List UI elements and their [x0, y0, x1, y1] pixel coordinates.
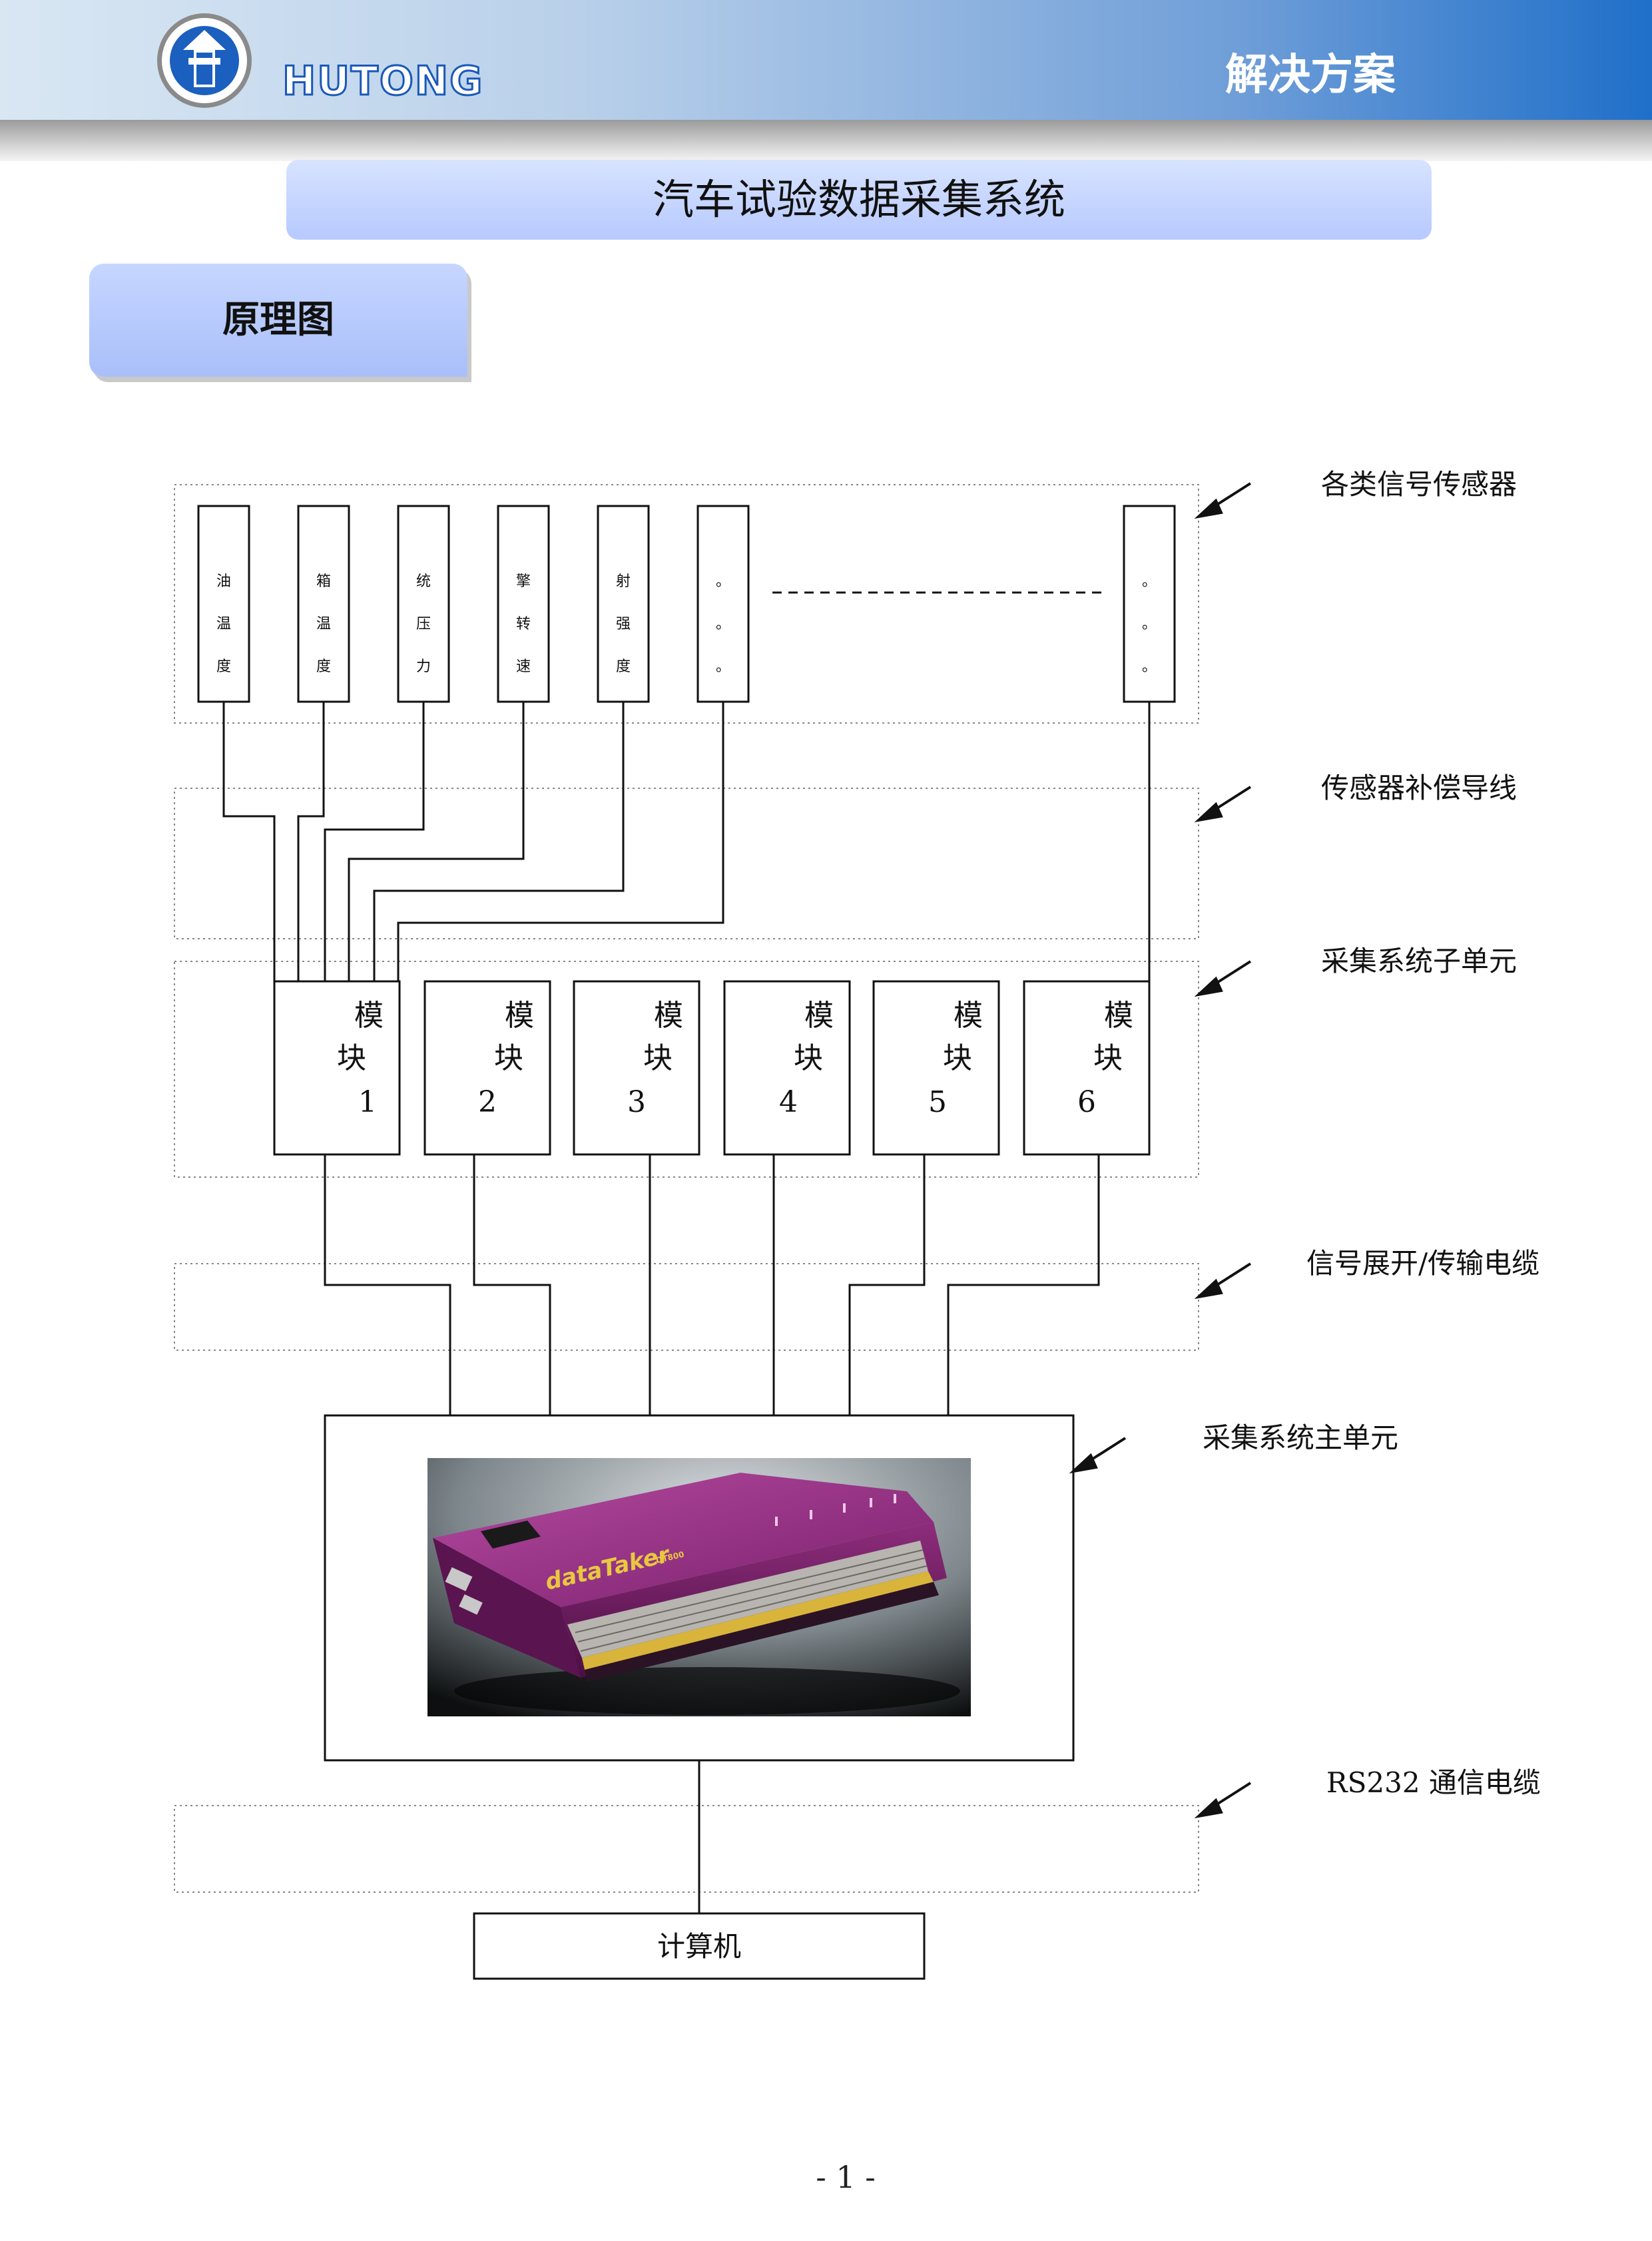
signal-cable	[848, 1154, 926, 1415]
sensor-wire	[348, 702, 525, 981]
arrow-head-icon	[1194, 1798, 1223, 1819]
module-label: 块	[943, 1041, 972, 1075]
sensor-wire	[222, 702, 276, 981]
module-number: 2	[478, 1085, 497, 1119]
layer-label-sensors: 各类信号传感器	[1321, 468, 1517, 501]
module-label: 块	[1093, 1041, 1123, 1075]
layer-label-rs232: RS232 通信电缆	[1326, 1766, 1541, 1799]
sensor-char: 。	[716, 573, 730, 590]
module-box-1	[273, 980, 401, 1156]
sensor-char: 温	[316, 616, 331, 632]
layer-frame-signal-cables	[174, 1263, 1199, 1351]
sensor-char: 强	[616, 616, 631, 632]
layer-frame-cables	[174, 788, 1199, 939]
sensor-char: 。	[1142, 658, 1157, 675]
sensor-char: 力	[416, 658, 431, 675]
datataker-device-icon: dataTaker DT800	[427, 1458, 971, 1716]
module-number: 5	[928, 1085, 947, 1119]
layer-label-compensation: 传感器补偿导线	[1321, 772, 1517, 804]
sensor-char: 。	[1142, 616, 1157, 632]
module-number: 4	[779, 1085, 798, 1119]
sensor-char: 油	[216, 573, 231, 590]
module-label: 块	[494, 1041, 523, 1075]
header-shadow	[0, 120, 1652, 161]
sensor-char: 擎	[516, 573, 531, 590]
module-label: 模	[354, 999, 384, 1033]
arrow-head-icon	[1194, 802, 1223, 823]
sensor-box	[397, 505, 450, 703]
arrow-head-icon	[1194, 1278, 1223, 1300]
arrow-head-icon	[1194, 976, 1223, 997]
datataker-photo: dataTaker DT800	[427, 1458, 971, 1716]
module-label: 块	[337, 1041, 366, 1075]
hutong-logo-icon	[157, 13, 252, 108]
header-bar	[0, 0, 1652, 120]
signal-cable	[473, 1154, 551, 1415]
sensor-char: 。	[1142, 573, 1157, 590]
sensor-char: 箱	[316, 573, 331, 590]
sensor-wire	[397, 702, 724, 981]
layer-frames	[174, 484, 1199, 1893]
sensor-char: 。	[716, 616, 730, 632]
logo-wordmark: HUTONG	[282, 57, 484, 106]
module-label: 模	[505, 999, 534, 1033]
sensor-char: 统	[416, 573, 431, 590]
layer-label-main-unit: 采集系统主单元	[1203, 1421, 1398, 1454]
module-box-2	[423, 980, 551, 1156]
arrow-head-icon	[1194, 498, 1223, 519]
sensor-char: 速	[516, 658, 531, 675]
sensor-box	[497, 505, 550, 703]
computer-label: 计算机	[657, 1930, 741, 1963]
signal-cable	[947, 1154, 1100, 1415]
sensor-box	[197, 505, 250, 703]
layer-frame-sensors	[174, 484, 1199, 724]
module-number: 1	[358, 1085, 377, 1119]
layer-frame-rs232	[174, 1805, 1199, 1893]
sensor-char: 。	[716, 658, 730, 675]
sensor-boxes	[197, 505, 1176, 703]
module-number: 3	[627, 1085, 646, 1119]
module-labels: 模 块 1 模 块 2 模 块 3 模 块 4 模 块 5 模 块 6	[337, 999, 1133, 1119]
sensor-char: 度	[316, 658, 331, 675]
layer-arrows	[1069, 482, 1252, 1819]
sensor-wire	[297, 702, 325, 981]
header-section-title: 解决方案	[1225, 51, 1396, 100]
signal-cable	[324, 1154, 451, 1415]
layer-label-subunit: 采集系统子单元	[1321, 945, 1517, 977]
module-box-3	[573, 980, 700, 1156]
module-label: 块	[794, 1041, 823, 1075]
page-title: 汽车试验数据采集系统	[286, 160, 1432, 240]
module-label: 模	[954, 999, 983, 1033]
module-number: 6	[1077, 1085, 1096, 1119]
sensor-char: 温	[216, 616, 231, 632]
module-label: 模	[1104, 999, 1133, 1033]
computer-box	[473, 1912, 926, 1980]
sensor-wire	[373, 702, 625, 981]
arrow-head-icon	[1069, 1453, 1098, 1474]
sensor-char: 压	[416, 616, 431, 632]
layer-label-signal-cable: 信号展开/传输电缆	[1306, 1247, 1539, 1280]
module-box-6	[1023, 980, 1151, 1156]
layer-labels: 各类信号传感器 传感器补偿导线 采集系统子单元 信号展开/传输电缆 采集系统主单…	[1203, 468, 1541, 1799]
sensor-wires	[222, 702, 1151, 981]
sensor-labels: 油 温 度 箱 温 度 统 压 力 擎 转 速 射 强 度 。 。 。 。 。 …	[216, 573, 1157, 675]
section-tab: 原理图	[89, 264, 467, 377]
module-label: 模	[654, 999, 683, 1033]
sensor-box	[1123, 505, 1176, 703]
module-label: 块	[643, 1041, 673, 1075]
sensor-wire	[324, 702, 425, 981]
sensor-char: 射	[616, 573, 631, 590]
module-box-4	[723, 980, 851, 1156]
signal-cables	[324, 1154, 1100, 1415]
sensor-char: 度	[616, 658, 631, 675]
logo-mark-icon	[170, 26, 239, 95]
layer-frame-subunits	[174, 961, 1199, 1178]
sensor-char: 转	[516, 616, 531, 632]
module-boxes	[273, 980, 1151, 1156]
module-label: 模	[804, 999, 834, 1033]
page-number: - 1 -	[816, 2159, 876, 2195]
sensor-char: 度	[216, 658, 231, 675]
module-box-5	[872, 980, 1000, 1156]
